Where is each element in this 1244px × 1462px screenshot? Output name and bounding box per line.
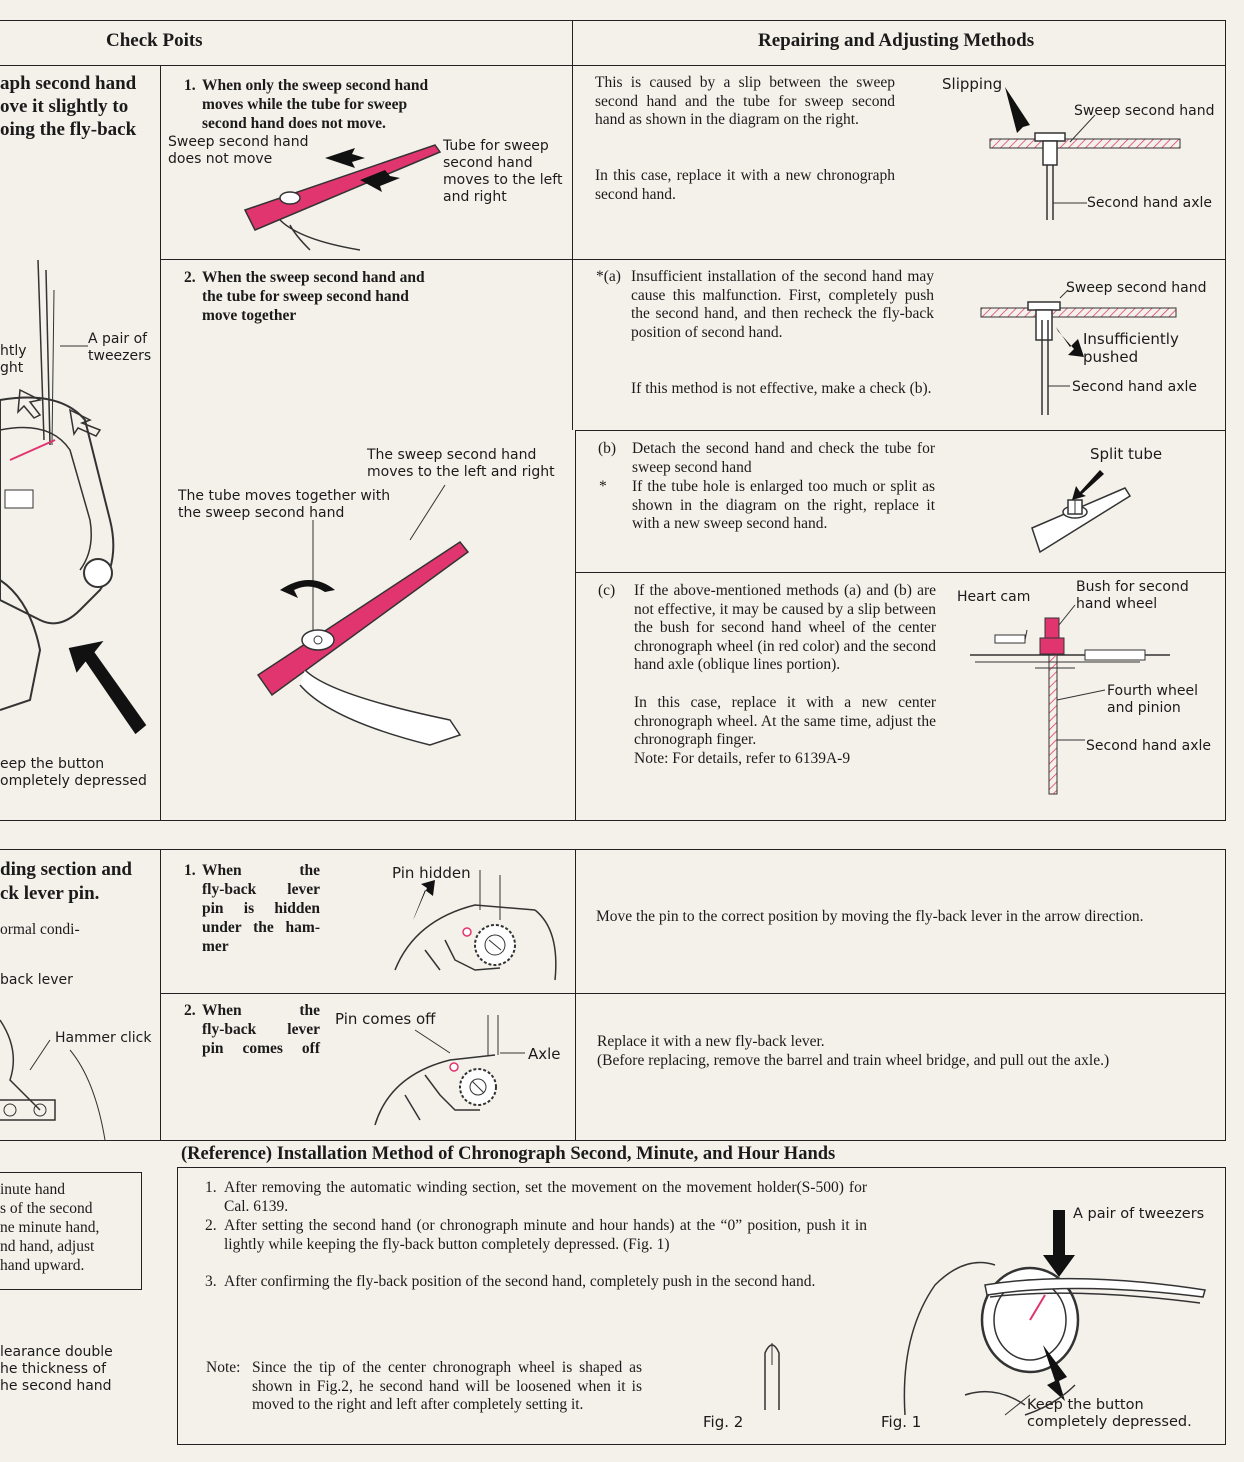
s1-row1-diag-sweep: Sweep second hand: [1074, 103, 1215, 119]
s1-row1-label-sweep: Sweep second hand does not move: [168, 134, 309, 167]
ref-note-label: Note:: [206, 1359, 241, 1376]
left-normal-condition: ormal condi-: [0, 921, 80, 938]
s1-c-wheel-diagram: [970, 604, 1170, 795]
s2-row2-number: 2.: [184, 1002, 196, 1019]
s1-c-text-3: Note: For details, refer to 6139A-9: [634, 750, 851, 767]
s1-row1-label-tube: Tube for sweep second hand moves to the …: [443, 138, 563, 205]
ref-step-3-num: 3.: [205, 1273, 217, 1290]
left-flyback-lever: back lever: [0, 972, 73, 988]
s1-row2-label-sweep: The sweep second hand moves to the left …: [367, 447, 555, 480]
left-lower-heading: ding section and ck lever pin.: [0, 859, 132, 904]
s1-b-split-tube-diagram: [1031, 470, 1132, 554]
s1-b-diag-split: Split tube: [1090, 445, 1163, 463]
s2-row1-number: 1.: [184, 862, 196, 879]
fig2-label: Fig. 2: [703, 1413, 744, 1431]
s1-row1-repair-2: In this case, replace it with a new chro…: [595, 167, 895, 203]
ref-step-1-text: After removing the automatic winding sec…: [224, 1179, 867, 1215]
s1-a-diag-sweep: Sweep second hand: [1066, 280, 1207, 296]
ref-note-text: Since the tip of the center chronograph …: [252, 1359, 642, 1413]
s1-c-diag-bush: Bush for second hand wheel: [1076, 579, 1189, 612]
left-ref-side-box: [0, 1172, 142, 1290]
reference-title: (Reference) Installation Method of Chron…: [181, 1144, 836, 1164]
s1-a-diag-insufficient: Insufficiently pushed: [1083, 330, 1179, 366]
s1-row2-number: 2.: [184, 269, 196, 286]
s1-c-marker: (c): [598, 582, 616, 599]
ref-step-3-text: After confirming the fly-back position o…: [224, 1273, 816, 1290]
header-repair-methods: Repairing and Adjusting Methods: [758, 30, 1035, 51]
s2-row2-repair: Replace it with a new fly-back lever. (B…: [597, 1033, 1110, 1069]
s1-b-text-2: If the tube hole is enlarged too much or…: [632, 478, 935, 532]
s1-row1-diag-slipping: Slipping: [942, 75, 1003, 93]
s2-row2-check: When the fly-back lever pin comes off: [202, 1002, 320, 1057]
left-upper-text: aph second hand ove it slightly to oing …: [0, 73, 137, 140]
left-clearance-note: learance double he thickness of he secon…: [0, 1344, 113, 1394]
s1-row1-number: 1.: [184, 77, 196, 94]
s1-a-text-2: If this method is not effective, make a …: [631, 380, 932, 397]
s1-a-marker: *(a): [596, 268, 621, 285]
s2-row2-pin-off-diagram: [374, 1015, 525, 1126]
s1-row1-slip-diagram: [989, 87, 1181, 220]
reference-box: [177, 1167, 1226, 1445]
s1-a-diagram: [980, 289, 1177, 415]
s1-row1-hand-illustration: [243, 144, 442, 251]
s1-c-text-1: If the above-mentioned methods (a) and (…: [634, 582, 936, 673]
s1-c-diag-fourth: Fourth wheel and pinion: [1107, 683, 1198, 716]
left-hammer-click: Hammer click: [55, 1030, 152, 1046]
s1-row1-repair-1: This is caused by a slip between the swe…: [595, 74, 895, 128]
fig2-tip-illustration: [764, 1343, 780, 1410]
s1-b-text-1: Detach the second hand and check the tub…: [632, 440, 935, 476]
s1-row2-hand-illustration: [256, 484, 470, 746]
s2-row2-diag-axle: Axle: [528, 1045, 561, 1063]
s1-row2-label-tube: The tube moves together with the sweep s…: [178, 488, 391, 521]
fig1-watch-illustration: [903, 1210, 1206, 1416]
ref-step-2-num: 2.: [205, 1217, 217, 1234]
s2-row1-diag-label: Pin hidden: [392, 864, 471, 882]
s2-row1-check: When the fly-back lever pin is hidden un…: [202, 862, 320, 955]
left-slightly-right: htly ght: [0, 343, 27, 376]
s1-c-diag-heart: Heart cam: [957, 589, 1031, 605]
ref-step-1-num: 1.: [205, 1179, 217, 1196]
section2-table: [0, 849, 1226, 1141]
ref-tweezers-label: A pair of tweezers: [1073, 1206, 1205, 1222]
s1-a-text: Insufficient installation of the second …: [631, 268, 934, 341]
left-keep-button: eep the button ompletely depressed: [0, 756, 147, 789]
fig1-label: Fig. 1: [881, 1413, 922, 1431]
s1-row1-diag-axle: Second hand axle: [1087, 195, 1213, 211]
left-watch-illustration: [0, 259, 147, 735]
s1-b-star: *: [599, 478, 607, 495]
s1-c-text-2: In this case, replace it with a new cent…: [634, 694, 936, 748]
left-hammer-illustration: [0, 1019, 106, 1141]
s1-b-marker: (b): [598, 440, 617, 457]
s1-a-diag-axle: Second hand axle: [1072, 379, 1198, 395]
s2-row1-repair: Move the pin to the correct position by …: [596, 908, 1144, 925]
s2-row1-pin-hidden-diagram: [394, 870, 557, 981]
left-ref-side-text: inute hand s of the second ne minute han…: [0, 1181, 100, 1274]
s1-row1-check: When only the sweep second hand moves wh…: [202, 77, 429, 132]
s1-row2-check: When the sweep second hand and the tube …: [202, 269, 425, 324]
left-tweezers-label: A pair of tweezers: [88, 331, 152, 364]
ref-step-2-text: After setting the second hand (or chrono…: [224, 1217, 867, 1253]
section1-table: [0, 20, 1226, 821]
header-check-points: Check Poits: [106, 30, 203, 51]
s1-c-diag-axle: Second hand axle: [1086, 738, 1212, 754]
s2-row2-diag-label: Pin comes off: [335, 1010, 436, 1028]
